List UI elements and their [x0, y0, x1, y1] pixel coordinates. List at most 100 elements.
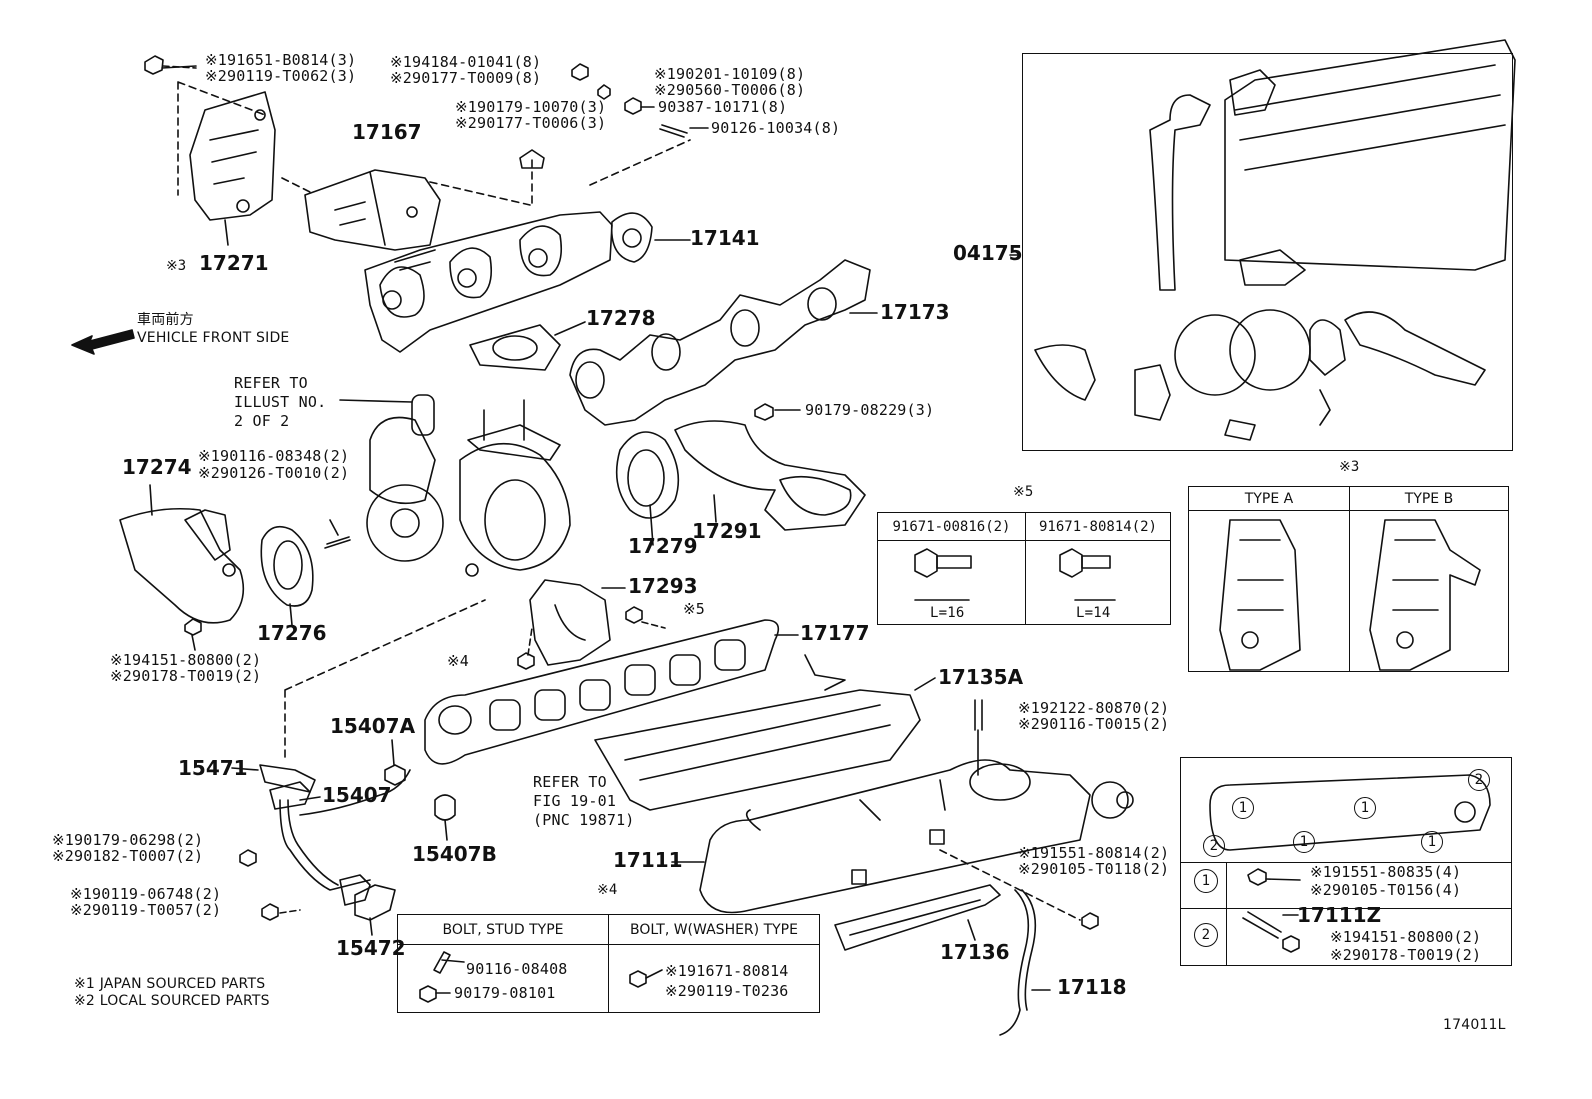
gasket-15471: [259, 764, 316, 793]
fastener-f6: 90126-10034(8): [711, 119, 841, 137]
ref-circle-1: 1: [1194, 869, 1218, 893]
part-15407: 15407: [322, 783, 392, 807]
part-17111: 17111: [613, 848, 683, 872]
bracket-17293: [529, 579, 611, 666]
exhaust-elbow-17291: [674, 420, 866, 531]
fastener-mark4: ※4: [447, 652, 469, 670]
part-17173: 17173: [880, 300, 950, 324]
bolt-table-5: 91671-00816(2) 91671-80814(2): [877, 512, 1171, 625]
bolt4-col1: BOLT, STUD TYPE: [397, 914, 609, 945]
diagram-id: 174011L: [1443, 1017, 1506, 1033]
fastener-f10b: ※290116-T0015(2): [1018, 715, 1170, 733]
direction-jp: 車両前方: [137, 312, 194, 328]
pipe-17118: [999, 889, 1030, 1036]
type-b-header: TYPE B: [1349, 486, 1509, 511]
ref-row1-a: ※191551-80835(4): [1310, 863, 1462, 881]
exhaust-manifold-17141: [364, 211, 653, 353]
ref-gasket-circle-1c: 1: [1293, 831, 1315, 853]
ref-row2-a: ※194151-80800(2): [1330, 928, 1482, 946]
ref-divider-2: [1181, 908, 1511, 909]
bolt4-cell1: [397, 944, 609, 1013]
ref-row2-b: ※290178-T0019(2): [1330, 946, 1482, 964]
type-b-cell: [1349, 510, 1509, 672]
part-17274: 17274: [122, 455, 192, 479]
fastener-f2a: ※194184-01041(8): [390, 53, 542, 71]
ref-row1-b: ※290105-T0156(4): [1310, 881, 1462, 899]
fastener-f1a: ※191651-B0814(3): [205, 51, 357, 69]
fastener-f2b: ※290177-T0009(8): [390, 69, 542, 87]
fastener-f13a: ※191551-80814(2): [1018, 844, 1170, 862]
part-17177: 17177: [800, 621, 870, 645]
fastener-f8a: ※190116-08348(2): [198, 447, 350, 465]
intake-manifold-17135A: [594, 654, 921, 811]
bolt5-cell2: [1025, 540, 1171, 625]
bolt4-c2a: ※191671-80814: [665, 962, 789, 980]
gasket-17279: [615, 431, 680, 519]
fastener-f3a: ※190201-10109(8): [654, 65, 806, 83]
fastener-f1b: ※290119-T0062(3): [205, 67, 357, 85]
part-17271: 17271: [199, 251, 269, 275]
fastener-f4b: ※290177-T0006(3): [455, 114, 607, 132]
gasket-17276: [260, 525, 314, 607]
exhaust-manifold-insulator-17167: [304, 169, 441, 251]
reference-box: [1180, 757, 1512, 966]
gasket-17278: [469, 324, 561, 371]
fastener-mark5: ※5: [683, 600, 705, 618]
turbo-assembly-overview: [1034, 39, 1516, 441]
fastener-f5: 90387-10171(8): [658, 98, 788, 116]
intake-gasket-17177: [424, 619, 780, 765]
part-17135A: 17135A: [938, 665, 1024, 689]
bolt-icon: [144, 55, 164, 75]
heat-insulator-17271: [189, 91, 276, 246]
refer-illust-note: REFER TO ILLUST NO. 2 OF 2: [234, 374, 327, 430]
intake-pipe-17111: [699, 759, 1134, 914]
fastener-f9b: ※290178-T0019(2): [110, 667, 262, 685]
ref-circle-2: 2: [1194, 923, 1218, 947]
ref-gasket-circle-2a: 2: [1468, 769, 1490, 791]
ref-row2-part: 17111Z: [1297, 903, 1382, 927]
ref-divider-v: [1226, 862, 1227, 965]
part-17141: 17141: [690, 226, 760, 250]
bolt4-col2: BOLT, W(WASHER) TYPE: [608, 914, 820, 945]
ref-gasket-circle-1a: 1: [1232, 797, 1254, 819]
fastener-f13b: ※290105-T0118(2): [1018, 860, 1170, 878]
fastener-f4a: ※190179-10070(3): [455, 98, 607, 116]
bolt4-c1a: 90116-08408: [466, 960, 568, 978]
part-17279: 17279: [628, 534, 698, 558]
direction-en: VEHICLE FRONT SIDE: [137, 330, 290, 346]
ref-gasket-circle-2b: 2: [1203, 835, 1225, 857]
part-15407A: 15407A: [330, 714, 416, 738]
type-a-header: TYPE A: [1188, 486, 1350, 511]
part-17278: 17278: [586, 306, 656, 330]
ref-gasket-circle-1d: 1: [1421, 831, 1443, 853]
part-15471: 15471: [178, 756, 248, 780]
fastener-f3b: ※290560-T0006(8): [654, 81, 806, 99]
ref-divider-1: [1181, 862, 1511, 863]
table4-title: ※4: [597, 882, 618, 898]
bolt5-col1: 91671-00816(2): [877, 512, 1026, 541]
turbocharger-assembly: [339, 394, 571, 577]
fastener-f12a: ※190119-06748(2): [70, 885, 222, 903]
bolt5-cell1: [877, 540, 1026, 625]
table3-title: ※3: [1339, 459, 1360, 475]
fastener-f7: 90179-08229(3): [805, 401, 935, 419]
part-04175: 04175: [953, 241, 1023, 265]
part-17136: 17136: [940, 940, 1010, 964]
part-15472: 15472: [336, 936, 406, 960]
part-17291: 17291: [692, 519, 762, 543]
ref-gasket-circle-1b: 1: [1354, 797, 1376, 819]
bolt-table-4: BOLT, STUD TYPE BOLT, W(WASHER) TYPE: [397, 914, 820, 1013]
footnote-1: ※1 JAPAN SOURCED PARTS: [74, 976, 266, 992]
arrow-left-icon: [71, 329, 135, 355]
inlet-pipe-17274: [119, 484, 245, 624]
bolt4-c2b: ※290119-T0236: [665, 982, 789, 1000]
refer-fig-note: REFER TO FIG 19-01 (PNC 19871): [533, 773, 635, 829]
part-17271-mark: ※3: [166, 258, 187, 274]
fastener-f9a: ※194151-80800(2): [110, 651, 262, 669]
bolt5-dim1: L=16: [930, 605, 965, 621]
fastener-f11a: ※190179-06298(2): [52, 831, 204, 849]
bolt4-cell2: [608, 944, 820, 1013]
bolt5-dim2: L=14: [1076, 605, 1111, 621]
fastener-f8b: ※290126-T0010(2): [198, 464, 350, 482]
part-15407B: 15407B: [412, 842, 497, 866]
